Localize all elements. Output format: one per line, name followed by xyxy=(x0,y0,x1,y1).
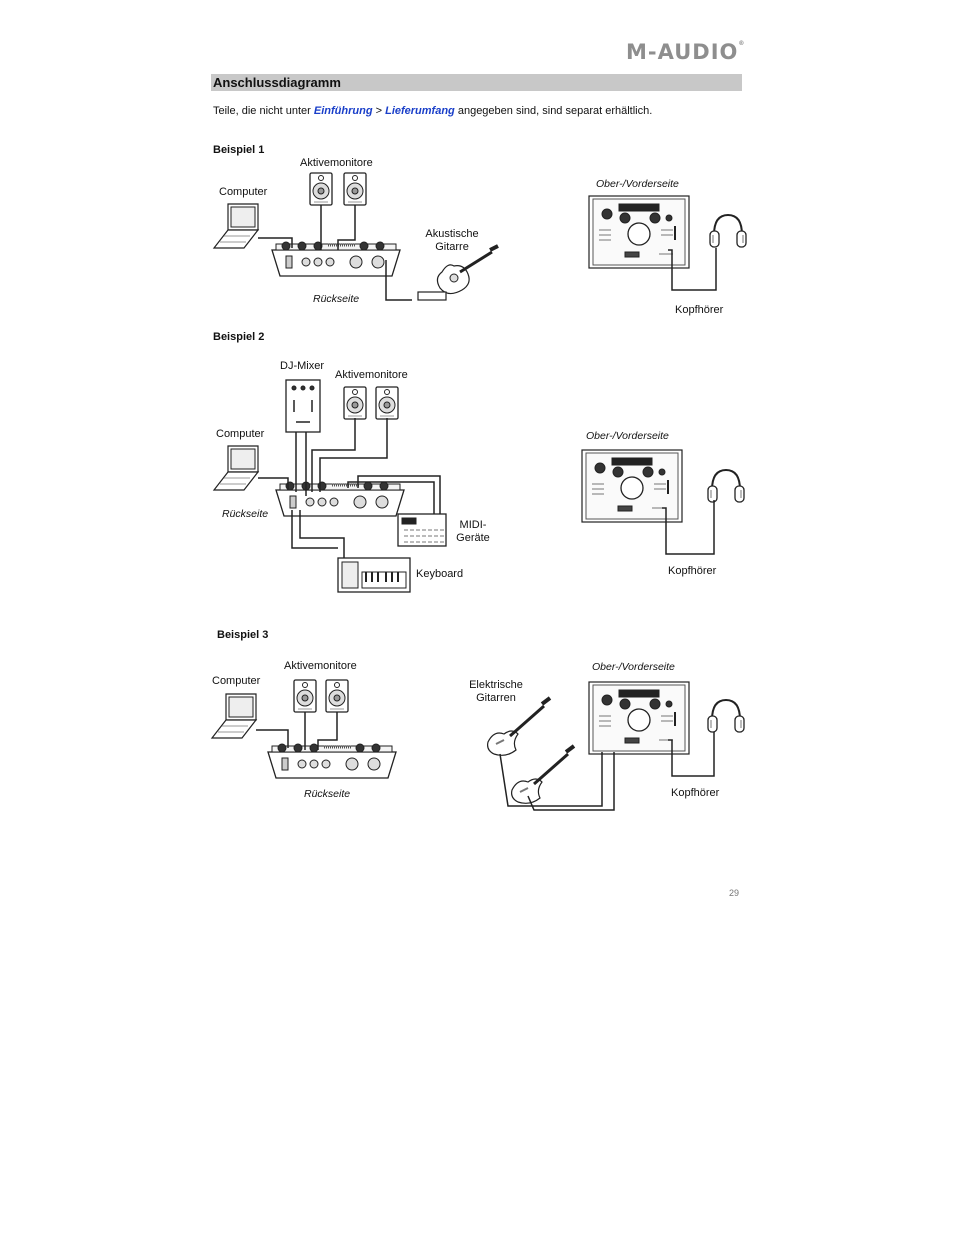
label-headphones: Kopfhörer xyxy=(675,304,724,316)
label-midi-devices: MIDI- Geräte xyxy=(452,519,494,545)
page-number: 29 xyxy=(729,888,740,898)
section-title: Anschlussdiagramm xyxy=(213,75,341,90)
label-headphones: Kopfhörer xyxy=(668,565,717,577)
monitor-icon xyxy=(293,679,317,713)
label-rear: Rückseite xyxy=(313,293,360,305)
headphones-icon xyxy=(707,469,745,503)
label-line: Akustische xyxy=(425,228,479,240)
interface-rear-panel xyxy=(274,480,406,518)
link-einfuehrung[interactable]: Einführung xyxy=(313,105,373,117)
label-keyboard: Keyboard xyxy=(416,568,464,580)
label-computer: Computer xyxy=(212,675,261,687)
label-acoustic-guitar: Akustische Gitarre xyxy=(422,228,482,254)
monitor-icon xyxy=(343,172,367,206)
section-title-bar xyxy=(211,74,742,91)
label-rear: Rückseite xyxy=(222,508,269,520)
interface-front-panel xyxy=(588,195,690,269)
label-front: Ober-/Vorderseite xyxy=(596,178,679,190)
label-line: Gitarren xyxy=(476,692,516,704)
label-headphones: Kopfhörer xyxy=(671,787,720,799)
headphones-icon xyxy=(707,699,745,733)
monitor-icon xyxy=(343,386,367,420)
computer-icon xyxy=(213,445,259,491)
monitor-icon xyxy=(325,679,349,713)
label-monitors: Aktivemonitore xyxy=(284,660,357,672)
label-computer: Computer xyxy=(216,428,265,440)
computer-icon xyxy=(213,203,259,249)
interface-rear-panel xyxy=(266,742,398,780)
monitor-icon xyxy=(375,386,399,420)
interface-rear-panel xyxy=(270,240,402,278)
label-rear: Rückseite xyxy=(304,788,351,800)
example-1-label: Beispiel 1 xyxy=(213,144,265,156)
label-line: Elektrische xyxy=(469,679,523,691)
label-front: Ober-/Vorderseite xyxy=(592,661,675,673)
intro-separator: > xyxy=(372,105,386,117)
example-3-label: Beispiel 3 xyxy=(217,629,269,641)
intro-text-end: angegeben sind, sind separat erhältlich. xyxy=(454,105,653,117)
example-2-label: Beispiel 2 xyxy=(213,331,265,343)
intro-text: Teile, die nicht unter xyxy=(213,105,314,117)
link-lieferumfang[interactable]: Lieferumfang xyxy=(385,105,455,117)
interface-front-panel xyxy=(588,681,690,755)
interface-front-panel xyxy=(581,449,683,523)
label-line: Geräte xyxy=(456,532,490,544)
label-front: Ober-/Vorderseite xyxy=(586,430,669,442)
label-monitors: Aktivemonitore xyxy=(300,157,373,169)
electric-guitar-icon xyxy=(485,696,552,758)
label-monitors: Aktivemonitore xyxy=(335,369,408,381)
headphones-icon xyxy=(709,214,747,248)
label-dj-mixer: DJ-Mixer xyxy=(280,360,324,372)
brand-logo: M-AUDIO® xyxy=(626,40,746,64)
label-electric-guitars: Elektrische Gitarren xyxy=(464,679,528,705)
label-line: Gitarre xyxy=(435,241,469,253)
label-computer: Computer xyxy=(219,186,268,198)
intro-paragraph: Teile, die nicht unter Einführung > Lief… xyxy=(213,105,652,117)
monitor-icon xyxy=(309,172,333,206)
electric-guitar-icon xyxy=(509,744,576,806)
computer-icon xyxy=(211,693,257,739)
label-line: MIDI- xyxy=(459,519,487,531)
